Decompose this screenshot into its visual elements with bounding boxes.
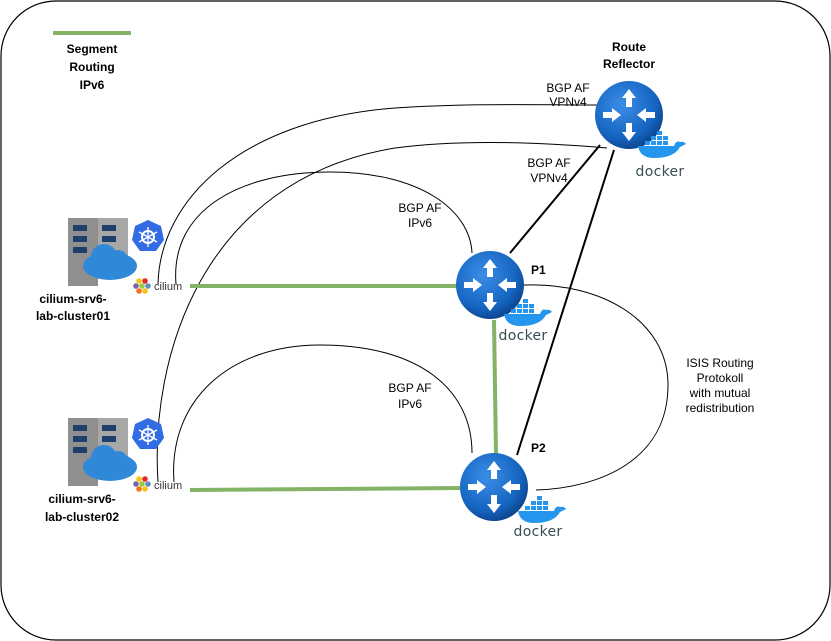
cluster01-name-line2: lab-cluster01: [36, 309, 110, 323]
bgp-arc-rr-cluster01: [157, 104, 599, 285]
bgp-arc-rr-cluster02: [156, 142, 608, 483]
legend-label-line3: IPv6: [80, 78, 105, 92]
cluster01-kubernetes-icon: [132, 220, 164, 251]
cluster01-cilium-icon: cilium: [133, 278, 182, 294]
label-rr-cluster-line2: VPNv4: [549, 95, 587, 109]
p1-docker-icon: docker: [499, 299, 552, 344]
label-rr-p1-line1: BGP AF: [527, 156, 570, 170]
label-cluster01-p1-line2: IPv6: [408, 216, 432, 230]
svg-text:docker: docker: [636, 164, 685, 180]
route-reflector-router-icon: [595, 81, 663, 149]
p1-label: P1: [531, 263, 546, 277]
p1-router-icon: [456, 251, 524, 319]
legend-label-line1: Segment: [67, 42, 118, 56]
cluster02-name-line1: cilium-srv6-: [48, 492, 115, 506]
svg-text:cilium: cilium: [154, 480, 182, 492]
svg-text:docker: docker: [499, 328, 548, 344]
bgp-arc-cluster02-p2: [173, 344, 473, 483]
cluster02-cilium-icon: cilium: [133, 476, 182, 492]
srv6-link-p1-p2: [492, 319, 498, 456]
cluster02-server-icon: [68, 418, 137, 486]
rr-title-line2: Reflector: [603, 57, 655, 71]
bgp-arc-cluster01-p1: [175, 171, 473, 285]
p2-router-icon: [460, 453, 528, 521]
label-cluster02-p2-line1: BGP AF: [388, 381, 431, 395]
label-cluster01-p1-line1: BGP AF: [398, 201, 441, 215]
legend-label-line2: Routing: [69, 60, 114, 74]
label-isis-line3: with mutual: [689, 386, 751, 400]
label-isis-line1: ISIS Routing: [686, 356, 753, 370]
label-rr-cluster-line1: BGP AF: [546, 81, 589, 95]
label-rr-p1-line2: VPNv4: [530, 171, 568, 185]
label-cluster02-p2-line2: IPv6: [398, 397, 422, 411]
svg-text:docker: docker: [514, 524, 563, 540]
cluster01-name-line1: cilium-srv6-: [39, 292, 106, 306]
rr-title-line1: Route: [612, 40, 646, 54]
cluster02-name-line2: lab-cluster02: [45, 510, 119, 524]
srv6-link-cluster02-p2: [189, 486, 463, 492]
cluster01-server-icon: [68, 218, 137, 286]
rr-docker-icon: docker: [636, 131, 686, 180]
cluster02-kubernetes-icon: [132, 418, 164, 449]
label-isis-line2: Protokoll: [697, 371, 744, 385]
svg-text:cilium: cilium: [154, 281, 182, 293]
isis-arc-p1-p2: [523, 284, 669, 491]
p2-label: P2: [531, 441, 546, 455]
p2-docker-icon: docker: [514, 496, 566, 540]
link-rr-p2: [516, 149, 615, 456]
link-rr-p1: [509, 144, 601, 254]
label-isis-line4: redistribution: [686, 401, 755, 415]
